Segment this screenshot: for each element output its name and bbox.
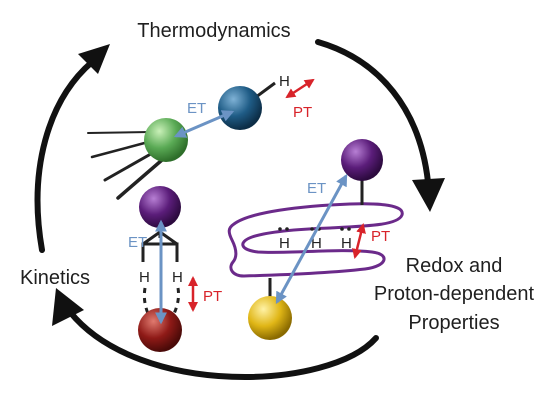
cycle-arrow-bottom xyxy=(52,288,379,380)
h-atom-right-1: H xyxy=(279,235,290,252)
label-redox-line3: Properties xyxy=(408,312,499,334)
hydrogen-bond-dashes-left xyxy=(142,287,180,319)
et-arrow-right xyxy=(275,173,348,305)
green-sphere xyxy=(144,118,188,162)
pt-label-left: PT xyxy=(203,288,222,305)
label-kinetics: Kinetics xyxy=(20,267,90,289)
purple-sphere-left xyxy=(139,186,181,228)
pt-label-top: PT xyxy=(293,104,312,121)
h-atom-left-1: H xyxy=(139,269,150,286)
yellow-sphere xyxy=(248,296,292,340)
h-atom-top: H xyxy=(279,73,290,90)
purple-sphere-right xyxy=(341,139,383,181)
blue-sphere xyxy=(218,86,262,130)
red-sphere xyxy=(138,308,182,352)
pt-label-right: PT xyxy=(371,228,390,245)
et-arrow-top xyxy=(173,110,235,138)
h-atom-right-3: H xyxy=(341,235,352,252)
et-label-left: ET xyxy=(128,234,147,251)
label-thermodynamics: Thermodynamics xyxy=(137,20,290,42)
pt-arrow-right xyxy=(352,223,366,259)
pt-arrow-top xyxy=(285,78,315,99)
label-redox-line1: Redox and xyxy=(406,255,503,277)
h-atom-left-2: H xyxy=(172,269,183,286)
motion-lines xyxy=(87,131,164,200)
et-label-top: ET xyxy=(187,100,206,117)
label-redox-line2: Proton-dependent xyxy=(374,283,535,305)
cycle-arrow-left xyxy=(34,44,110,253)
et-label-right: ET xyxy=(307,180,326,197)
cycle-arrow-top-right xyxy=(315,39,445,212)
